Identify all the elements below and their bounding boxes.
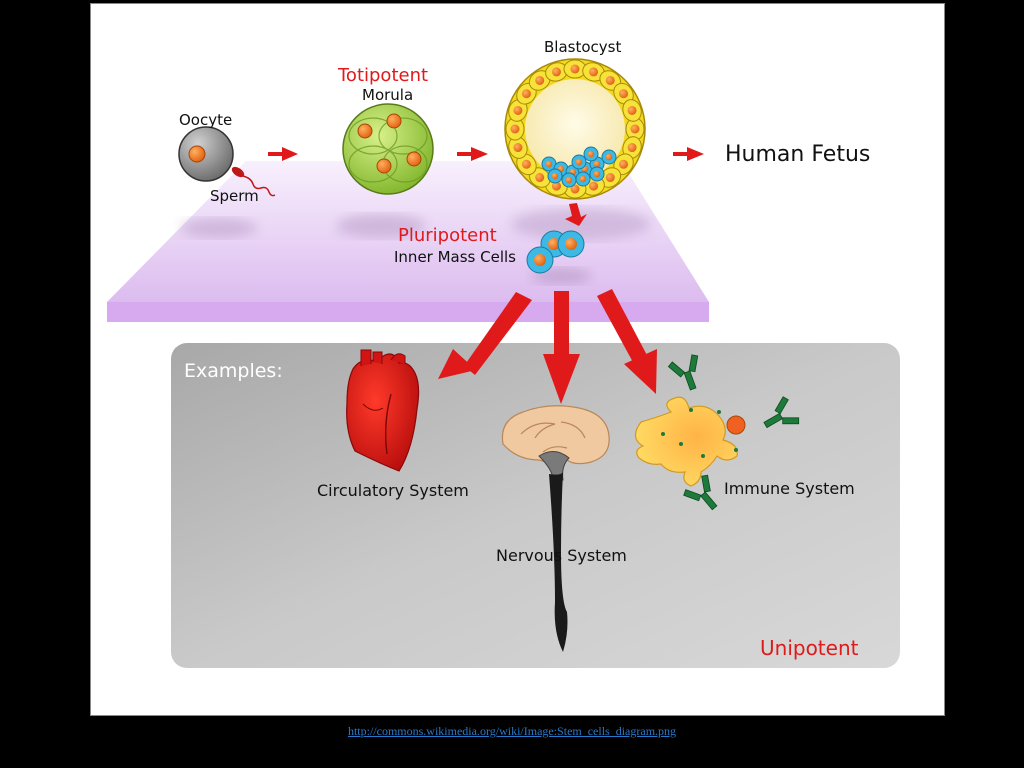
cell-nucleus bbox=[619, 159, 629, 169]
cell-nucleus bbox=[593, 160, 601, 168]
cell-nucleus bbox=[589, 181, 599, 191]
cell-nucleus bbox=[513, 143, 523, 153]
label-totipotent: Totipotent bbox=[338, 65, 429, 86]
cell-nucleus bbox=[535, 75, 545, 85]
source-caption: http://commons.wikimedia.org/wiki/Image:… bbox=[0, 724, 1024, 739]
differentiation-arrows bbox=[438, 289, 657, 404]
stage-arrows bbox=[268, 147, 704, 226]
sperm-cell bbox=[231, 166, 276, 197]
cell-nucleus bbox=[619, 89, 629, 99]
label-nervous-system: Nervous System bbox=[496, 546, 627, 565]
brain-icon bbox=[501, 405, 610, 652]
cell-nucleus bbox=[535, 173, 545, 183]
label-circulatory-system: Circulatory System bbox=[317, 481, 469, 500]
cell-nucleus bbox=[627, 105, 637, 115]
cell-nucleus bbox=[545, 160, 553, 168]
label-oocyte: Oocyte bbox=[179, 111, 233, 129]
stem-cell-diagram bbox=[107, 58, 900, 668]
blastocyst-cell bbox=[504, 58, 646, 200]
antibody-icons bbox=[667, 354, 800, 511]
cell-nucleus bbox=[587, 150, 595, 158]
cell-nucleus bbox=[589, 67, 599, 77]
cell-nucleus bbox=[510, 124, 520, 134]
cell-nucleus bbox=[575, 158, 583, 166]
label-pluripotent: Pluripotent bbox=[398, 225, 497, 246]
cell-nucleus bbox=[570, 64, 580, 74]
cell-nucleus bbox=[570, 184, 580, 194]
cell-nucleus bbox=[565, 176, 573, 184]
label-human-fetus: Human Fetus bbox=[725, 142, 871, 167]
inner-mass-cells-icon bbox=[526, 230, 585, 274]
cell-nucleus bbox=[605, 173, 615, 183]
examples-panel bbox=[171, 343, 900, 668]
label-unipotent: Unipotent bbox=[760, 636, 859, 660]
cell-nucleus bbox=[605, 153, 613, 161]
heart-icon bbox=[346, 349, 420, 472]
cell-nucleus bbox=[630, 124, 640, 134]
cell-nucleus bbox=[593, 170, 601, 178]
cell-nucleus bbox=[551, 67, 561, 77]
slide-frame: Oocyte Sperm Totipotent Morula Blastocys… bbox=[90, 3, 945, 716]
label-morula: Morula bbox=[362, 86, 414, 104]
cell-nucleus bbox=[579, 175, 587, 183]
morula-cell bbox=[342, 103, 434, 195]
immune-cell-icon bbox=[634, 396, 746, 487]
label-sperm: Sperm bbox=[210, 187, 259, 205]
label-immune-system: Immune System bbox=[724, 479, 855, 498]
cell-nucleus bbox=[605, 75, 615, 85]
cell-nucleus bbox=[513, 105, 523, 115]
source-link[interactable]: http://commons.wikimedia.org/wiki/Image:… bbox=[347, 724, 677, 738]
cell-nucleus bbox=[521, 89, 531, 99]
label-blastocyst: Blastocyst bbox=[544, 38, 622, 56]
label-inner-mass-cells: Inner Mass Cells bbox=[394, 248, 516, 266]
label-examples-heading: Examples: bbox=[184, 360, 283, 382]
cell-nucleus bbox=[627, 143, 637, 153]
cell-nucleus bbox=[551, 181, 561, 191]
cell-nucleus bbox=[551, 172, 559, 180]
cell-nucleus bbox=[521, 159, 531, 169]
oocyte-cell bbox=[178, 126, 234, 182]
